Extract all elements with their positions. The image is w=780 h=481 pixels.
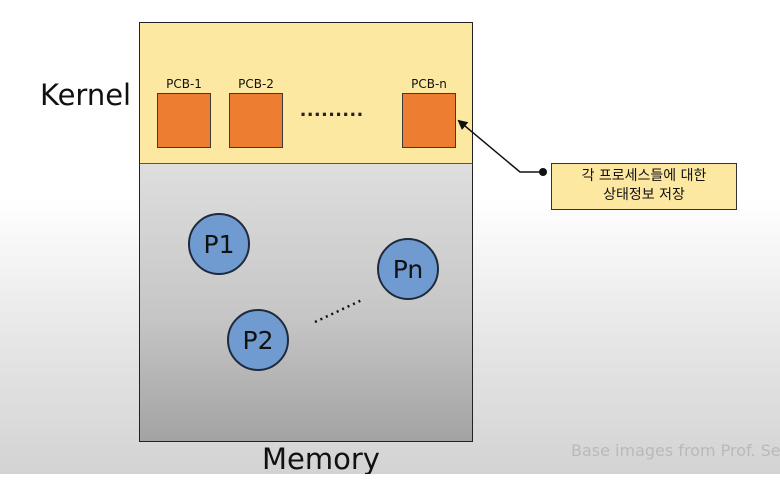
pcb-callout: 각 프로세스들에 대한 상태정보 저장 (551, 163, 737, 210)
pcb-n-box (402, 93, 456, 148)
pcb-2-label: PCB-2 (238, 77, 274, 91)
bottom-strip (0, 474, 780, 481)
kernel-label: Kernel (40, 78, 132, 112)
pcb-1-label: PCB-1 (166, 77, 202, 91)
process-p2: P2 (227, 309, 289, 371)
user-memory-region (139, 163, 473, 442)
pcb-ellipsis: ......... (300, 96, 365, 121)
memory-label: Memory (262, 442, 380, 476)
pcb-n-label: PCB-n (411, 77, 447, 91)
callout-connector-dot (539, 168, 547, 176)
process-p1: P1 (188, 213, 250, 275)
image-credit: Base images from Prof. Se (571, 441, 780, 460)
pcb-2-box (229, 93, 283, 148)
callout-line-2: 상태정보 저장 (603, 187, 685, 203)
process-pn: Pn (377, 238, 439, 300)
pcb-1-box (157, 93, 211, 148)
callout-line-1: 각 프로세스들에 대한 (581, 168, 707, 184)
